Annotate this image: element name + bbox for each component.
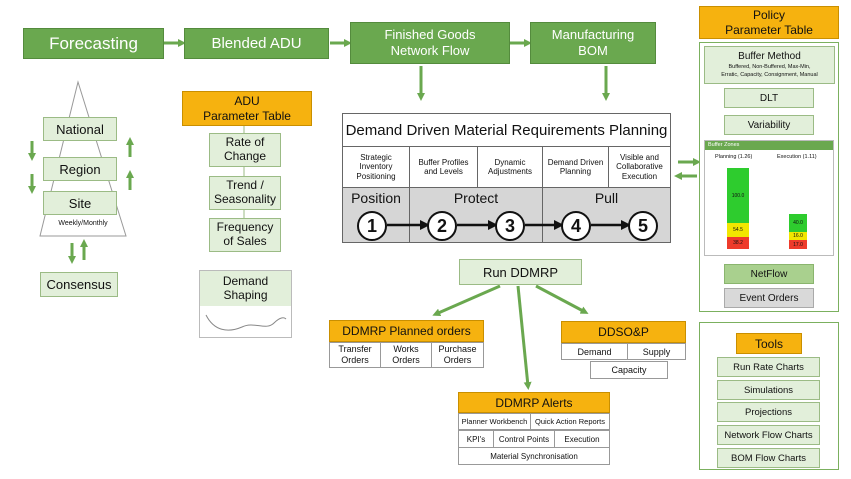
ddmrp-diagram: Demand Driven Material Requirements Plan… [342, 113, 671, 243]
planning-label: Planning (1.26) [715, 154, 753, 160]
alerts-title: DDMRP Alerts [458, 392, 610, 413]
tools-title: Tools [736, 333, 802, 354]
step-3: 3 [495, 211, 525, 241]
run-ddmrp-box[interactable]: Run DDMRP [459, 259, 582, 285]
step-4: 4 [561, 211, 591, 241]
network-flow-charts-item[interactable]: Network Flow Charts [717, 425, 820, 445]
projections-item[interactable]: Projections [717, 402, 820, 422]
quick-action-reports-cell[interactable]: Quick Action Reports [530, 413, 610, 430]
phase-protect: Protect [410, 187, 543, 209]
control-points-cell[interactable]: Control Points [493, 430, 555, 448]
run-rate-charts-item[interactable]: Run Rate Charts [717, 357, 820, 377]
phase-position: Position [343, 187, 410, 209]
buffer-method-desc: Buffered, Non-Buffered, Max-Min, Erratic… [721, 64, 818, 78]
execution-cell[interactable]: Execution [554, 430, 610, 448]
netflow-box[interactable]: NetFlow [724, 264, 814, 284]
policy-table-title: Policy Parameter Table [699, 6, 839, 39]
purchase-orders-cell[interactable]: Purchase Orders [431, 342, 484, 368]
phase-pull: Pull [594, 190, 619, 206]
component-5: Visible and Collaborative Execution [616, 153, 663, 181]
component-4: Demand Driven Planning [543, 147, 609, 187]
buffer-method-title: Buffer Method [738, 51, 801, 63]
step-arrows [387, 220, 631, 230]
arrow-run-to-ddsop [535, 284, 589, 314]
consensus-box[interactable]: Consensus [40, 272, 118, 297]
ddsop-capacity-cell[interactable]: Capacity [590, 361, 668, 379]
planned-orders-title: DDMRP Planned orders [329, 320, 484, 342]
planning-yellow-zone: 54.5 [727, 223, 749, 237]
works-orders-cell[interactable]: Works Orders [380, 342, 432, 368]
planning-red-zone: 38.2 [727, 237, 749, 249]
step-2: 2 [427, 211, 457, 241]
planner-workbench-cell[interactable]: Planner Workbench [458, 413, 531, 430]
region-box[interactable]: Region [43, 157, 117, 181]
arrow-run-to-alerts [516, 285, 532, 390]
buffer-zones-panel: Buffer Zones Planning (1.26) Execution (… [704, 140, 834, 256]
demand-shaping-label: Demand Shaping [200, 271, 291, 306]
ddsop-demand-cell[interactable]: Demand [561, 343, 628, 360]
rate-of-change-box[interactable]: Rate of Change [209, 133, 281, 167]
execution-red-zone: 17.0 [789, 240, 807, 249]
step-1: 1 [357, 211, 387, 241]
material-synchronisation-cell[interactable]: Material Synchronisation [458, 447, 610, 465]
adu-parameter-table-title: ADU Parameter Table [182, 91, 312, 126]
ddmrp-title: Demand Driven Material Requirements Plan… [343, 114, 670, 147]
component-1: Strategic Inventory Positioning [343, 147, 410, 187]
manufacturing-bom-box[interactable]: Manufacturing BOM [530, 22, 656, 64]
frequency-of-sales-box[interactable]: Frequency of Sales [209, 218, 281, 252]
buffer-zones-title: Buffer Zones [705, 141, 833, 150]
execution-label: Execution (1.11) [777, 154, 817, 160]
component-2: Buffer Profiles and Levels [410, 147, 478, 187]
step-5: 5 [628, 211, 658, 241]
event-orders-box[interactable]: Event Orders [724, 288, 814, 308]
execution-yellow-zone: 16.0 [789, 232, 807, 240]
execution-green-zone: 40.0 [789, 214, 807, 232]
ddsop-supply-cell[interactable]: Supply [627, 343, 686, 360]
period-label: Weekly/Monthly [58, 220, 108, 227]
simulations-item[interactable]: Simulations [717, 380, 820, 400]
site-box[interactable]: Site [43, 191, 117, 215]
planning-green-zone: 100.0 [727, 168, 749, 223]
kpis-cell[interactable]: KPI's [458, 430, 494, 448]
bom-flow-charts-item[interactable]: BOM Flow Charts [717, 448, 820, 468]
component-3: Dynamic Adjustments [478, 147, 543, 187]
finished-goods-box[interactable]: Finished Goods Network Flow [350, 22, 510, 64]
transfer-orders-cell[interactable]: Transfer Orders [329, 342, 381, 368]
trend-seasonality-box[interactable]: Trend / Seasonality [209, 176, 281, 210]
buffer-method-box[interactable]: Buffer Method Buffered, Non-Buffered, Ma… [704, 46, 835, 84]
demand-shaping-panel[interactable]: Demand Shaping [199, 270, 292, 338]
forecasting-box[interactable]: Forecasting [23, 28, 164, 59]
dlt-box[interactable]: DLT [724, 88, 814, 108]
national-box[interactable]: National [43, 117, 117, 141]
ddsop-title: DDSO&P [561, 321, 686, 343]
arrow-run-to-planned [432, 284, 501, 317]
variability-box[interactable]: Variability [724, 115, 814, 135]
demand-curve [205, 314, 287, 331]
blended-adu-box[interactable]: Blended ADU [184, 28, 329, 59]
